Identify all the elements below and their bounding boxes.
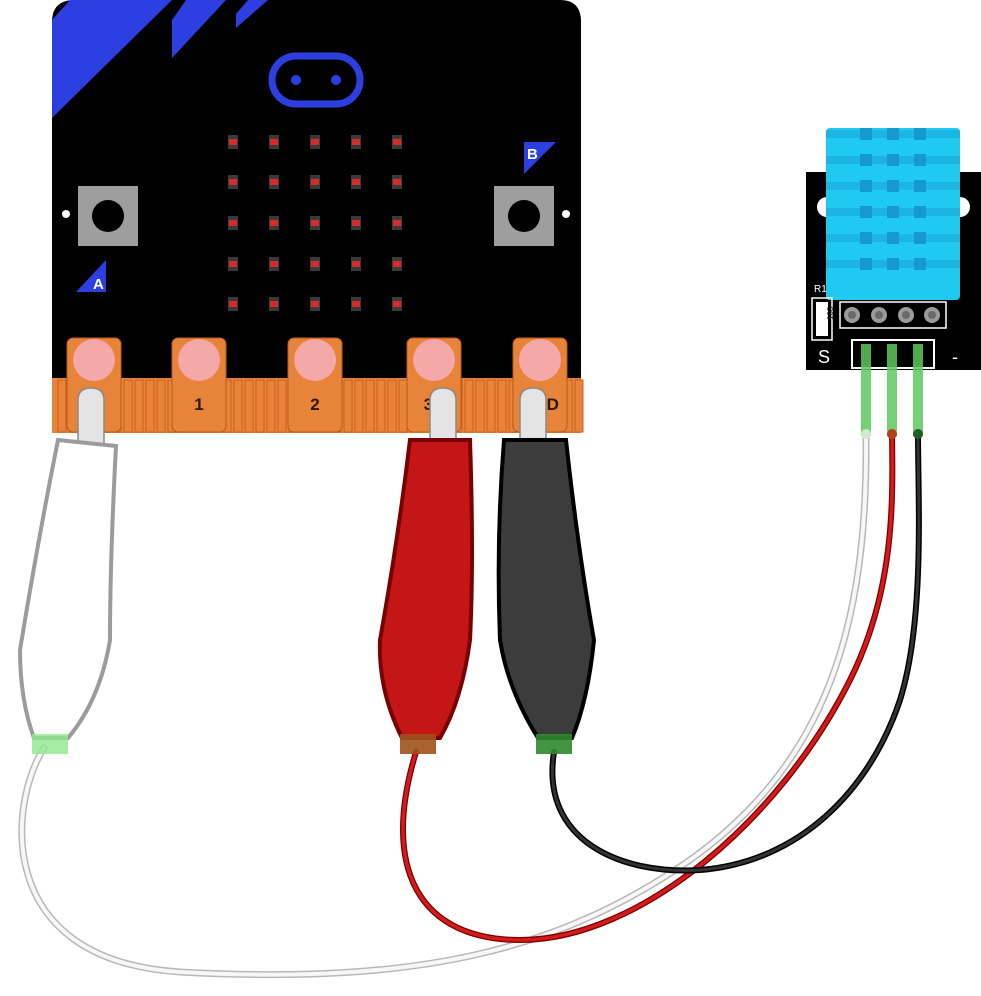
vent-slot <box>887 232 899 244</box>
edge-finger <box>376 379 386 433</box>
corner-stripe <box>236 0 268 28</box>
wires <box>18 430 922 979</box>
microbit-logo <box>268 52 364 108</box>
edge-finger <box>497 379 507 433</box>
edge-finger <box>387 379 397 433</box>
vent-slot <box>887 258 899 270</box>
led <box>311 220 319 226</box>
vent-slot <box>914 154 926 166</box>
pin-pad-2[interactable]: 2 <box>287 337 343 433</box>
board-body <box>52 0 581 395</box>
led <box>229 301 237 307</box>
red-alligator-clip[interactable] <box>377 387 474 754</box>
black-alligator-clip[interactable] <box>496 387 597 754</box>
vent-slot <box>860 206 872 218</box>
microbit-board: A B 0123VGND <box>52 0 584 433</box>
led <box>311 261 319 267</box>
signal-label: S <box>818 347 830 367</box>
led <box>393 139 401 145</box>
edge-finger <box>475 379 485 433</box>
sensor-vents <box>826 128 960 270</box>
edge-finger <box>156 379 166 433</box>
resistor-label: R1 <box>814 284 827 295</box>
red-wire <box>400 431 896 944</box>
edge-finger <box>123 379 133 433</box>
led <box>352 220 360 226</box>
edge-finger <box>343 379 353 433</box>
vent-slot <box>860 180 872 192</box>
white-alligator-clip[interactable] <box>17 387 119 754</box>
led <box>311 179 319 185</box>
edge-finger <box>134 379 144 433</box>
vent-slot <box>887 154 899 166</box>
led <box>352 139 360 145</box>
edge-finger <box>354 379 364 433</box>
led <box>229 261 237 267</box>
led <box>352 179 360 185</box>
vent-slot <box>860 258 872 270</box>
led <box>270 261 278 267</box>
corner-stripe <box>52 0 172 118</box>
led <box>270 301 278 307</box>
minus-label: - <box>952 347 958 367</box>
vent-slot <box>887 128 899 140</box>
edge-finger <box>277 379 287 433</box>
led <box>352 261 360 267</box>
led <box>393 301 401 307</box>
edge-finger <box>266 379 276 433</box>
resistor <box>811 297 833 341</box>
led <box>393 179 401 185</box>
edge-finger <box>574 379 584 433</box>
alligator-clips <box>17 387 597 754</box>
edge-finger <box>255 379 265 433</box>
led <box>270 179 278 185</box>
edge-finger <box>145 379 155 433</box>
edge-finger <box>365 379 375 433</box>
led <box>393 220 401 226</box>
resistor-value: 103 <box>826 306 835 320</box>
vent-slot <box>914 206 926 218</box>
pin-label: 2 <box>310 395 319 414</box>
led <box>311 301 319 307</box>
pin-pad-1[interactable]: 1 <box>171 337 227 433</box>
edge-finger <box>57 379 67 433</box>
corner-stripe <box>172 0 226 58</box>
vent-slot <box>887 180 899 192</box>
vent-slot <box>860 232 872 244</box>
vent-slot <box>914 180 926 192</box>
button-a-label: A <box>93 276 104 293</box>
pin-label: 1 <box>194 395 203 414</box>
edge-finger <box>464 379 474 433</box>
vent-slot <box>887 206 899 218</box>
vent-slot <box>914 128 926 140</box>
dht11-sensor-module: 103 R1 S - <box>806 128 981 439</box>
led <box>352 301 360 307</box>
led <box>229 179 237 185</box>
button-a-marker <box>76 260 106 292</box>
led <box>229 220 237 226</box>
edge-finger <box>244 379 254 433</box>
led <box>393 261 401 267</box>
vent-slot <box>860 128 872 140</box>
led <box>229 139 237 145</box>
led <box>270 139 278 145</box>
button-b-marker <box>524 142 556 174</box>
led <box>311 139 319 145</box>
edge-finger <box>233 379 243 433</box>
edge-finger <box>486 379 496 433</box>
led <box>270 220 278 226</box>
button-b-label: B <box>527 146 538 163</box>
vent-slot <box>914 232 926 244</box>
vent-slot <box>914 258 926 270</box>
vent-slot <box>860 154 872 166</box>
edge-finger <box>398 379 408 433</box>
sensor-leads <box>861 344 923 439</box>
led-matrix <box>228 135 402 311</box>
